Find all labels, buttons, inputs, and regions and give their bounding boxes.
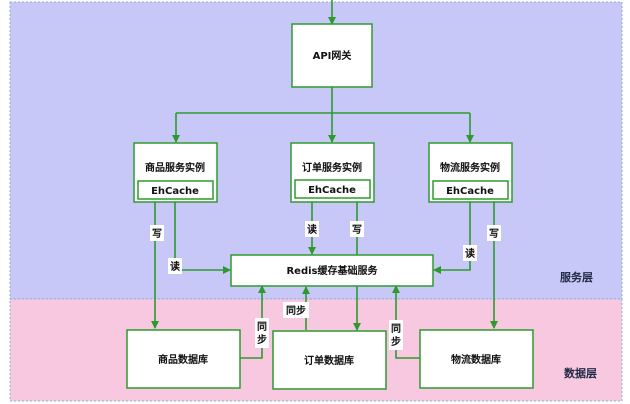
node-redis: Redis缓存基础服务 — [230, 254, 434, 287]
svg-text:物流数据库: 物流数据库 — [451, 353, 501, 366]
node-product-db: 商品数据库 — [126, 329, 241, 389]
svg-text:Redis缓存基础服务: Redis缓存基础服务 — [286, 264, 378, 277]
logistics-db-sync-arrow — [392, 285, 420, 359]
svg-text:商品服务实例: 商品服务实例 — [145, 161, 205, 174]
logistics-read-arrow — [433, 202, 471, 274]
product-write-label: 写 — [152, 228, 162, 240]
node-order-db: 订单数据库 — [272, 330, 387, 390]
svg-text:订单数据库: 订单数据库 — [304, 354, 354, 367]
service-layer-label: 服务层 — [560, 270, 593, 284]
product-db-sync-arrow — [240, 285, 266, 359]
data-layer-label: 数据层 — [564, 366, 597, 380]
logistics-db-sync-label: 同步 — [391, 323, 401, 348]
node-order-service: 订单服务实例 EhCache — [290, 142, 375, 203]
edge-labels: 写 读 读 写 读 写 同步 同步 同步 — [150, 221, 501, 350]
product-db-sync-label: 同步 — [257, 321, 267, 346]
order-ehcache-label: EhCache — [308, 185, 356, 196]
order-read-label: 读 — [307, 223, 317, 236]
node-logistics-db: 物流数据库 — [419, 329, 534, 389]
product-read-label: 读 — [170, 260, 180, 273]
logistics-ehcache-label: EhCache — [446, 186, 494, 197]
order-ehcache-box — [294, 179, 371, 199]
node-logistics-service: 物流服务实例 EhCache — [428, 142, 513, 203]
logistics-ehcache-box — [432, 180, 509, 200]
node-product-service: 商品服务实例 EhCache — [133, 142, 218, 203]
order-write-label: 写 — [352, 224, 362, 236]
logistics-write-label: 写 — [489, 228, 499, 240]
svg-text:订单服务实例: 订单服务实例 — [302, 161, 362, 174]
order-db-sync-label: 同步 — [286, 304, 306, 317]
logistics-read-label: 读 — [465, 247, 475, 260]
node-api-gateway: API网关 — [291, 23, 373, 88]
svg-text:商品数据库: 商品数据库 — [158, 353, 208, 366]
svg-text:物流服务实例: 物流服务实例 — [440, 161, 500, 174]
svg-text:API网关: API网关 — [313, 49, 352, 62]
product-ehcache-box — [137, 180, 214, 200]
product-ehcache-label: EhCache — [151, 186, 199, 197]
